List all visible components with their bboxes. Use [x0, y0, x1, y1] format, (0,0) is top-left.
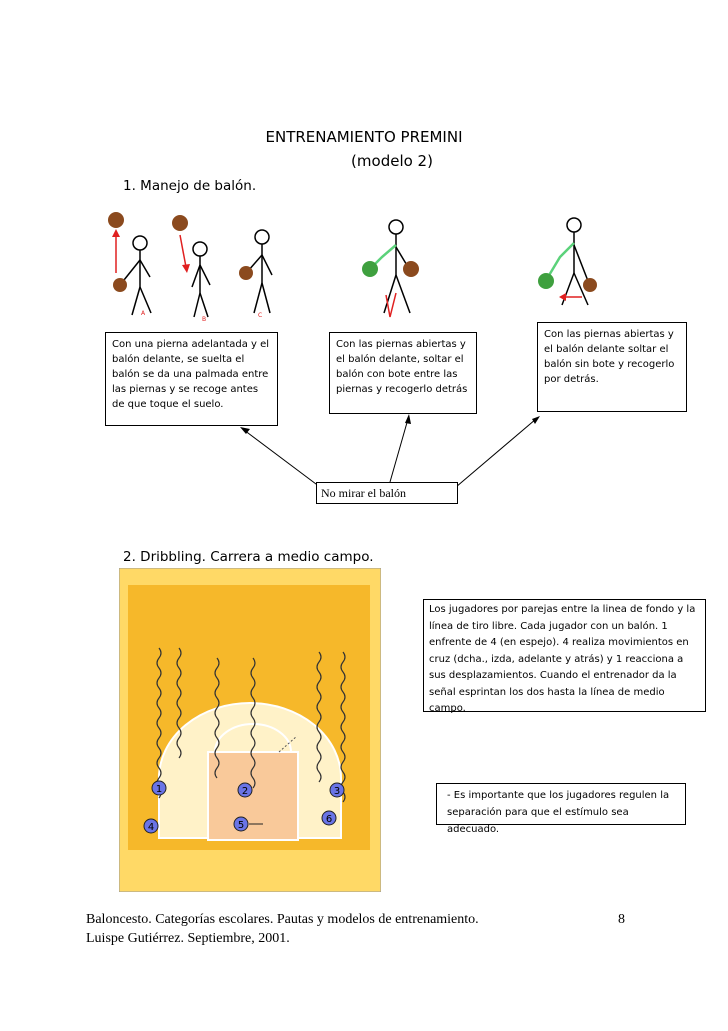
footer-line2: Luispe Gutiérrez. Septiembre, 2001. — [86, 931, 290, 946]
arrow-head-icon — [182, 264, 190, 273]
player-1: 1 — [151, 780, 167, 796]
ball-icon — [113, 278, 127, 292]
arrow-down-icon — [179, 234, 187, 268]
figure-label: B — [202, 316, 206, 323]
figure-label: A — [141, 310, 146, 317]
figure-b — [191, 241, 211, 318]
player-4: 4 — [143, 818, 159, 834]
svg-text:2: 2 — [242, 786, 248, 797]
drill-note-box: - Es importante que los jugadores regule… — [436, 783, 686, 835]
ball-icon — [108, 212, 124, 228]
instruction-box-left: Con una pierna adelantada y el balón del… — [105, 332, 278, 426]
ball-handling-illustration: A B C — [108, 212, 597, 323]
figure-label: C — [258, 312, 262, 319]
ball-icon — [172, 215, 188, 231]
ball-icon — [362, 261, 378, 277]
ball-icon — [583, 278, 597, 292]
svg-text:6: 6 — [326, 814, 332, 825]
player-6: 6 — [321, 810, 337, 826]
svg-text:5: 5 — [238, 820, 244, 831]
ball-icon — [538, 273, 554, 289]
page-subtitle: (modelo 2) — [351, 152, 433, 170]
instruction-box-middle: Con las piernas abiertas y el balón dela… — [329, 332, 477, 414]
note-box: No mirar el balón — [316, 482, 458, 504]
svg-text:1: 1 — [156, 784, 162, 795]
dribble-paths — [156, 647, 346, 803]
svg-text:4: 4 — [148, 822, 154, 833]
key-area — [207, 751, 299, 841]
section2-heading: 2. Dribbling. Carrera a medio campo. — [123, 549, 374, 565]
arm-motion-icon — [546, 242, 575, 278]
section1-heading: 1. Manejo de balón. — [123, 178, 257, 194]
ball-icon — [239, 266, 253, 280]
footer-line1: Baloncesto. Categorías escolares. Pautas… — [86, 912, 479, 927]
court-diagram: 1 2 3 4 5 6 — [119, 568, 381, 892]
arrow-curve-icon — [385, 292, 397, 318]
instruction-box-right: Con las piernas abiertas y el balón dela… — [537, 322, 687, 412]
player-2: 2 — [237, 782, 253, 798]
arrow-head-icon — [559, 293, 566, 301]
page-title: ENTRENAMIENTO PREMINI — [265, 128, 463, 146]
player-5: 5 — [233, 816, 249, 832]
player-3: 3 — [329, 782, 345, 798]
figure-a — [123, 235, 152, 316]
drill-description-box: Los jugadores por parejas entre la linea… — [423, 599, 706, 714]
page-number: 8 — [618, 912, 625, 927]
ball-icon — [403, 261, 419, 277]
svg-text:3: 3 — [334, 786, 340, 797]
arrow-head-icon — [112, 229, 120, 237]
